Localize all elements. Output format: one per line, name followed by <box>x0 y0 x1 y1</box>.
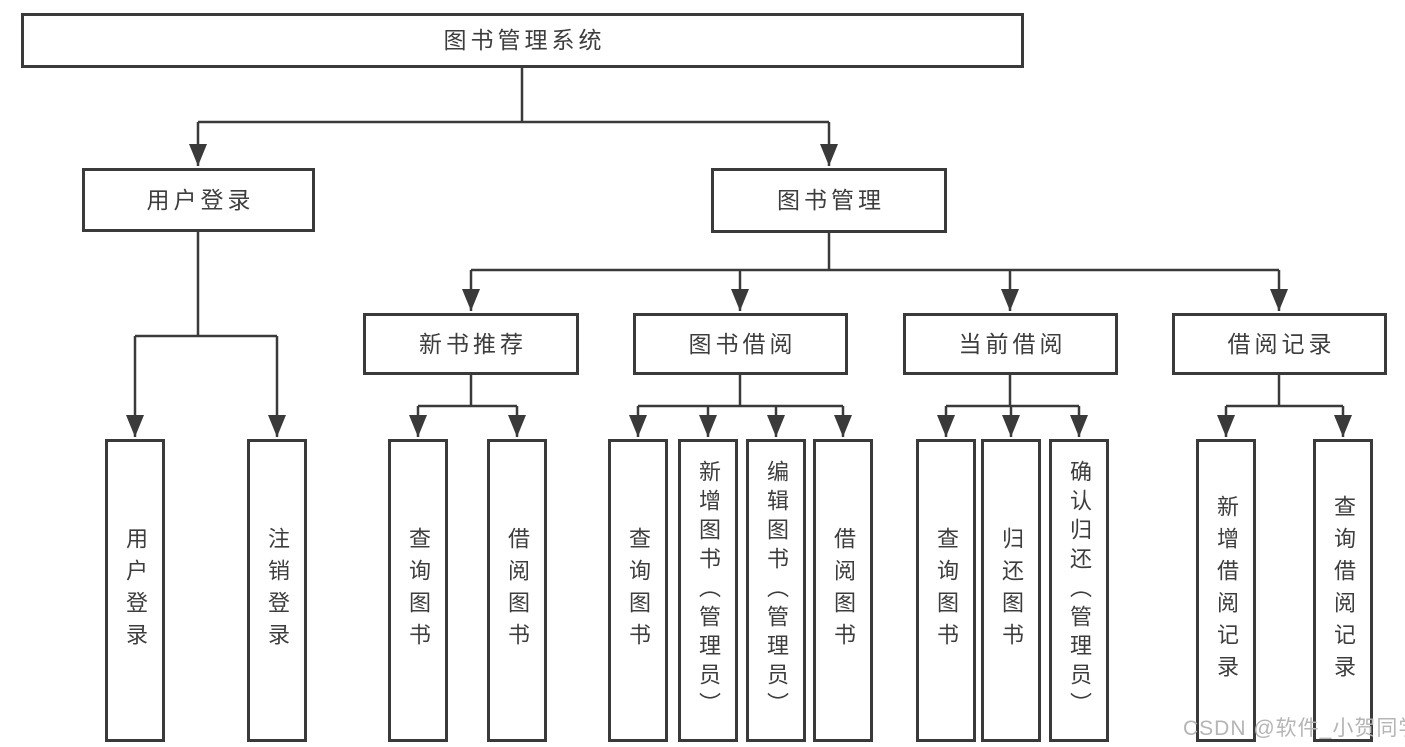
leaf-query-borrow-record: 查询借阅记录 <box>1313 439 1373 742</box>
leaf-borrow-borrow-book-label: 借阅图书 <box>831 526 856 655</box>
csdn-watermark: CSDN @软件_小贺同学 <box>1183 717 1405 740</box>
leaf-recommend-borrow-book-label: 借阅图书 <box>505 526 530 655</box>
leaf-add-book-admin-label: 新增图书（管理员） <box>696 460 721 721</box>
node-current-borrow-label: 当前借阅 <box>958 330 1067 357</box>
leaf-confirm-return-admin: 确认归还（管理员） <box>1049 439 1109 742</box>
node-book-management: 图书管理 <box>711 168 947 233</box>
node-root-library-system: 图书管理系统 <box>21 13 1024 68</box>
leaf-current-query-book-label: 查询图书 <box>934 526 959 655</box>
leaf-edit-book-admin: 编辑图书（管理员） <box>746 439 806 742</box>
node-new-book-recommend: 新书推荐 <box>363 313 579 375</box>
leaf-query-borrow-record-label: 查询借阅记录 <box>1331 494 1356 687</box>
node-book-borrow-label: 图书借阅 <box>688 330 797 357</box>
node-borrow-records: 借阅记录 <box>1172 313 1387 375</box>
leaf-borrow-query-book-label: 查询图书 <box>626 526 651 655</box>
leaf-recommend-borrow-book: 借阅图书 <box>487 439 547 742</box>
node-borrow-records-label: 借阅记录 <box>1227 330 1336 357</box>
leaf-add-borrow-record-label: 新增借阅记录 <box>1214 494 1239 687</box>
node-user-login: 用户登录 <box>82 168 315 232</box>
node-book-borrow: 图书借阅 <box>633 313 848 375</box>
leaf-user-login: 用户登录 <box>105 439 165 742</box>
leaf-user-login-label: 用户登录 <box>123 526 148 655</box>
node-current-borrow: 当前借阅 <box>903 313 1118 375</box>
leaf-borrow-borrow-book: 借阅图书 <box>813 439 873 742</box>
leaf-edit-book-admin-label: 编辑图书（管理员） <box>764 460 789 721</box>
leaf-logout: 注销登录 <box>247 439 307 742</box>
node-book-management-label: 图书管理 <box>777 187 885 213</box>
leaf-recommend-query-book: 查询图书 <box>388 439 448 742</box>
node-user-login-label: 用户登录 <box>146 186 255 213</box>
leaf-current-query-book: 查询图书 <box>916 439 976 742</box>
node-new-book-recommend-label: 新书推荐 <box>419 330 527 357</box>
leaf-return-book-label: 归还图书 <box>999 526 1024 655</box>
leaf-borrow-query-book: 查询图书 <box>608 439 668 742</box>
node-root-label: 图书管理系统 <box>443 27 606 53</box>
leaf-add-borrow-record: 新增借阅记录 <box>1196 439 1256 742</box>
leaf-return-book: 归还图书 <box>981 439 1041 742</box>
leaf-add-book-admin: 新增图书（管理员） <box>678 439 738 742</box>
leaf-recommend-query-book-label: 查询图书 <box>406 526 431 655</box>
leaf-confirm-return-admin-label: 确认归还（管理员） <box>1067 460 1092 721</box>
leaf-logout-label: 注销登录 <box>265 526 290 655</box>
